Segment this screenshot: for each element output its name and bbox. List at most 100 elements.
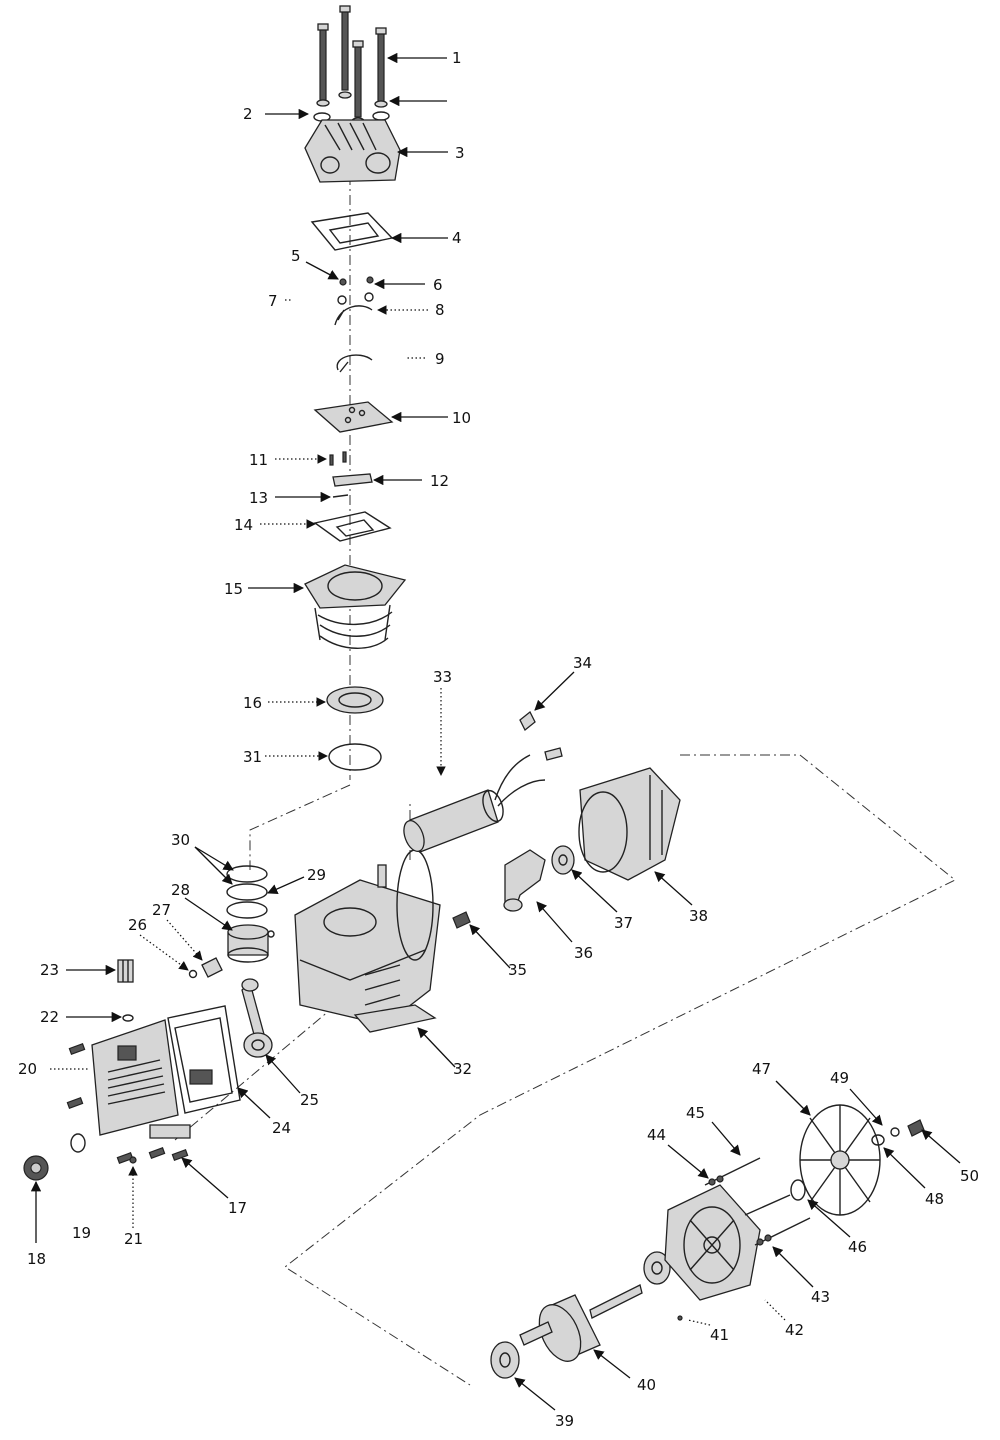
callout-24: 24 <box>272 1119 291 1137</box>
callout-44: 44 <box>647 1126 666 1144</box>
callout-43: 43 <box>811 1288 830 1306</box>
callout-4: 4 <box>452 229 462 247</box>
callout-31: 31 <box>243 748 262 766</box>
breather-washer <box>122 1014 134 1022</box>
callout-37: 37 <box>614 914 633 932</box>
cover-screws <box>66 1043 189 1164</box>
capacitor <box>403 754 546 853</box>
callout-15: 15 <box>224 580 243 598</box>
callout-17: 17 <box>228 1199 247 1217</box>
callout-48: 48 <box>925 1190 944 1208</box>
crankcase <box>294 849 441 1033</box>
cylinder-head <box>304 119 401 183</box>
head-gasket <box>310 212 394 251</box>
callout-40: 40 <box>637 1376 656 1394</box>
callout-22: 22 <box>40 1008 59 1026</box>
valve-pins <box>329 451 347 466</box>
callout-39: 39 <box>555 1412 574 1430</box>
gasket-tag <box>189 1069 213 1085</box>
connecting-rod <box>241 978 273 1058</box>
cooling-fan <box>799 1104 881 1216</box>
sight-ball <box>129 1156 137 1164</box>
fan-lockwasher <box>890 1127 900 1137</box>
callout-49: 49 <box>830 1069 849 1087</box>
piston-rings <box>226 865 268 919</box>
callout-6: 6 <box>433 276 443 294</box>
stator <box>578 767 681 881</box>
callout-42: 42 <box>785 1321 804 1339</box>
head-washers <box>313 91 390 125</box>
callout-19: 19 <box>72 1224 91 1242</box>
callout-45: 45 <box>686 1104 705 1122</box>
callout-2: 2 <box>243 105 253 123</box>
callout-34: 34 <box>573 654 592 672</box>
callout-26: 26 <box>128 916 147 934</box>
callout-32: 32 <box>453 1060 472 1078</box>
callout-47: 47 <box>752 1060 771 1078</box>
crankcase-cover <box>91 1019 191 1139</box>
callout-41: 41 <box>710 1326 729 1344</box>
o-ring <box>328 743 382 771</box>
intake-reed <box>332 473 373 487</box>
callout-28: 28 <box>171 881 190 899</box>
callout-36: 36 <box>574 944 593 962</box>
callout-12: 12 <box>430 472 449 490</box>
drain-washer <box>70 1133 86 1153</box>
bearing <box>490 1341 520 1379</box>
piston <box>227 924 275 963</box>
assembly-axes <box>174 175 956 1386</box>
callout-7: 7 <box>268 292 278 310</box>
eccentric <box>503 849 546 912</box>
callout-3: 3 <box>455 144 465 162</box>
callout-38: 38 <box>689 907 708 925</box>
callout-5: 5 <box>291 247 301 265</box>
breather <box>117 959 134 983</box>
oil-cap-center <box>30 1162 42 1174</box>
pin-clip <box>188 969 198 979</box>
callout-14: 14 <box>234 516 253 534</box>
capacitor-terminals <box>519 710 563 761</box>
callout-46: 46 <box>848 1238 867 1256</box>
valve-screws <box>337 276 374 305</box>
callout-8: 8 <box>435 301 445 319</box>
bolt-washers <box>708 1175 772 1246</box>
callout-27: 27 <box>152 901 171 919</box>
cylinder <box>304 564 407 649</box>
cylinder-seal-inner <box>338 692 372 708</box>
callout-13: 13 <box>249 489 268 507</box>
reed-pin <box>332 494 349 498</box>
callout-35: 35 <box>508 961 527 979</box>
callout-18: 18 <box>27 1250 46 1268</box>
cylinder-seal <box>326 686 384 714</box>
head-bolts <box>317 5 387 118</box>
callout-30: 30 <box>171 831 190 849</box>
callout-9: 9 <box>435 350 445 368</box>
callout-21: 21 <box>124 1230 143 1248</box>
valve-plate <box>313 401 394 433</box>
wrist-pin <box>201 957 223 978</box>
callout-20: 20 <box>18 1060 37 1078</box>
callout-29: 29 <box>307 866 326 884</box>
callout-11: 11 <box>249 451 268 469</box>
callout-33: 33 <box>433 668 452 686</box>
leader-lines <box>30 52 961 1411</box>
bearing-washer <box>551 845 575 875</box>
callout-23: 23 <box>40 961 59 979</box>
set-screw <box>452 911 471 929</box>
callout-25: 25 <box>300 1091 319 1109</box>
valve-retainer <box>334 305 373 326</box>
callout-labels: 1 2 3 4 5 6 7 8 9 10 11 12 13 14 15 16 3… <box>18 49 979 1430</box>
cover-gasket <box>167 1005 241 1114</box>
callout-16: 16 <box>243 694 262 712</box>
key <box>677 1315 683 1321</box>
end-bell <box>664 1184 761 1301</box>
rotor <box>519 1284 643 1362</box>
fan-washer <box>790 1179 806 1201</box>
front-bearing <box>643 1251 671 1285</box>
callout-10: 10 <box>452 409 471 427</box>
callout-50: 50 <box>960 1167 979 1185</box>
valve-gasket <box>313 511 392 542</box>
fan-washer-outer <box>871 1134 885 1146</box>
fan-screw <box>907 1119 925 1137</box>
